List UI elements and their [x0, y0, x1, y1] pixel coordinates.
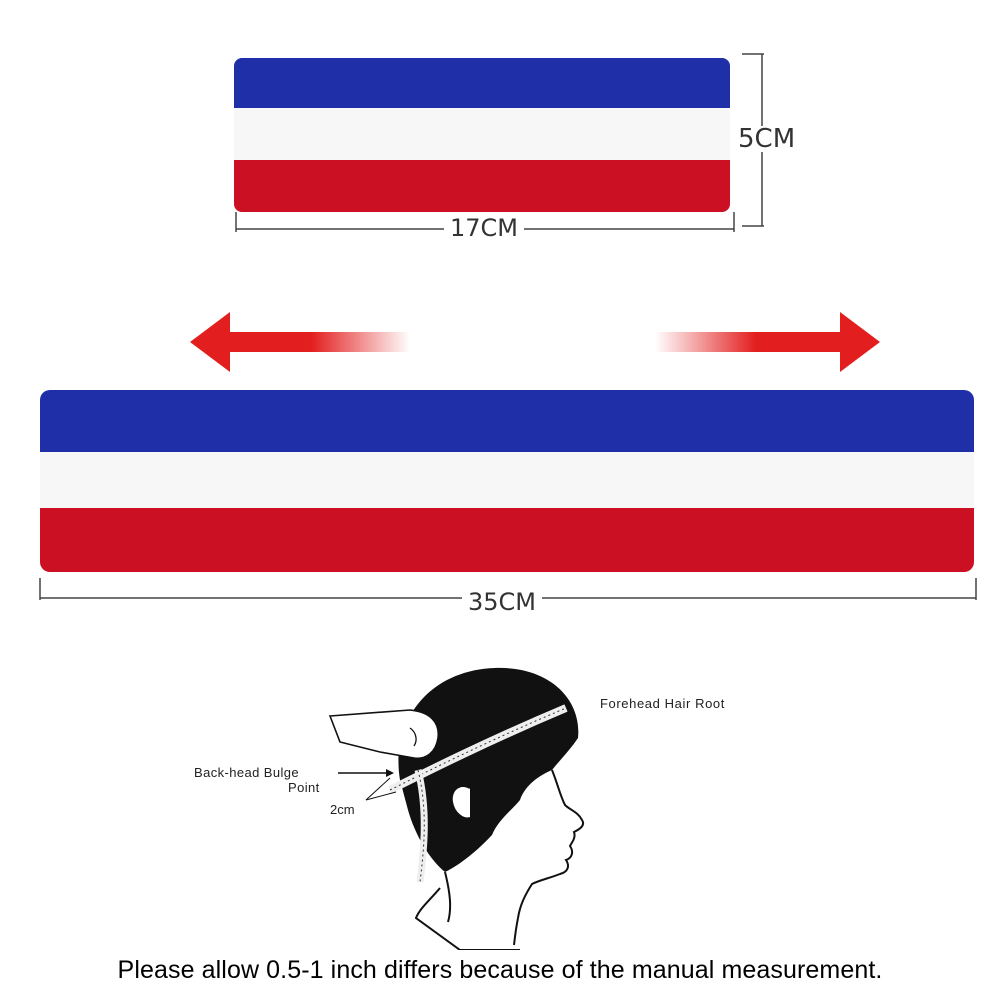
disclaimer-text: Please allow 0.5-1 inch differs because … [117, 956, 883, 984]
offset-pointer [365, 777, 391, 801]
neck-outline [444, 871, 519, 946]
stretch-arrows [190, 312, 880, 372]
collar-outline [414, 887, 520, 950]
small-height-label: 5CM [732, 126, 802, 152]
head-measurement-diagram [328, 667, 584, 950]
headband-small [234, 58, 730, 212]
red-stripe [40, 508, 974, 572]
red-stripe [234, 160, 730, 212]
small-width-label: 17CM [444, 216, 525, 240]
blue-stripe [234, 58, 730, 108]
white-stripe [234, 108, 730, 160]
hand-icon [328, 709, 439, 760]
stretched-width-label: 35CM [462, 590, 543, 614]
back-head-label-line1: Back-head Bulge [194, 765, 300, 780]
forehead-label: Forehead Hair Root [600, 696, 725, 711]
arrow-right-icon [655, 312, 880, 372]
ear-icon [450, 784, 471, 820]
blue-stripe [40, 390, 974, 452]
white-stripe [40, 452, 974, 508]
offset-label: 2cm [330, 802, 355, 817]
headband-stretched [40, 390, 974, 572]
back-head-label-line2: Point [288, 780, 320, 795]
face-outline [517, 769, 584, 919]
arrow-left-icon [190, 312, 410, 372]
